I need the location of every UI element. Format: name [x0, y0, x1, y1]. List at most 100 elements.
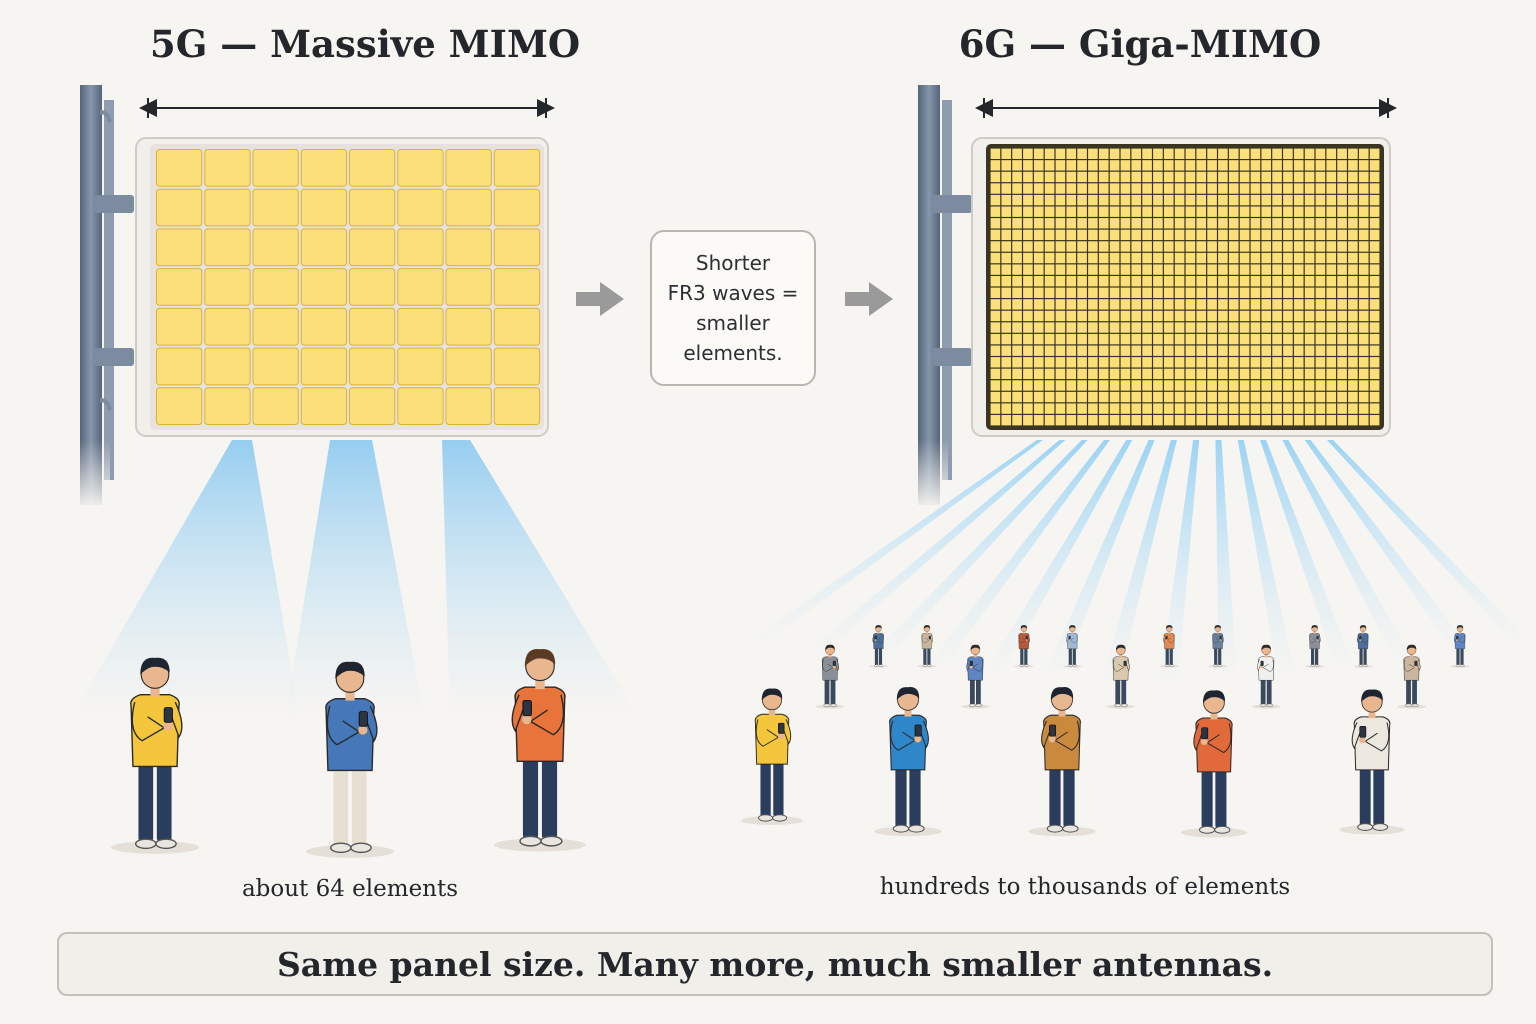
antenna-element: [1358, 252, 1369, 264]
antenna-element: [1315, 380, 1326, 391]
antenna-element: [1131, 403, 1142, 414]
antenna-element: [1196, 206, 1207, 217]
antenna-element: [1185, 194, 1196, 206]
antenna-element: [1088, 218, 1098, 229]
antenna-element: [1218, 299, 1228, 310]
antenna-element: [1326, 183, 1337, 194]
note-line-2: FR3 waves =: [667, 281, 799, 305]
antenna-element: [300, 347, 348, 386]
antenna-element: [1272, 252, 1282, 264]
antenna-element: [1174, 160, 1185, 171]
antenna-element: [1228, 357, 1239, 368]
antenna-element: [1337, 183, 1347, 194]
antenna-element: [1272, 403, 1282, 414]
beam-6g: [1304, 440, 1471, 650]
antenna-element: [1239, 194, 1250, 206]
antenna-element: [1120, 415, 1131, 426]
antenna-element-grid-6g: [990, 148, 1380, 426]
antenna-element: [1088, 229, 1098, 241]
title-6g: 6G — Giga-MIMO: [958, 22, 1322, 66]
antenna-element: [1348, 218, 1358, 229]
wavelength-note: Shorter FR3 waves = smaller elements.: [650, 230, 816, 386]
antenna-element: [1120, 403, 1131, 414]
antenna-element: [1001, 322, 1012, 333]
antenna-element: [1055, 299, 1066, 310]
antenna-element: [1283, 345, 1293, 356]
antenna-element: [1369, 322, 1380, 333]
antenna-element: [1369, 276, 1380, 287]
antenna-element: [1348, 310, 1358, 322]
antenna-element: [1250, 345, 1261, 356]
antenna-element: [1369, 264, 1380, 275]
antenna-element: [156, 228, 203, 267]
antenna-element: [1077, 194, 1087, 206]
antenna-element: [1131, 252, 1142, 264]
antenna-element: [1369, 183, 1380, 194]
antenna-element: [1250, 357, 1261, 368]
antenna-element: [1207, 310, 1217, 322]
antenna-element: [1012, 206, 1022, 217]
antenna-element: [1044, 183, 1055, 194]
antenna-element: [990, 171, 1001, 183]
antenna-element: [493, 307, 541, 346]
antenna-element: [1012, 368, 1022, 380]
antenna-element: [1337, 229, 1347, 241]
antenna-element: [1218, 345, 1228, 356]
antenna-element: [1033, 218, 1044, 229]
antenna-element: [1142, 403, 1152, 414]
antenna-element: [1001, 287, 1012, 298]
antenna-element: [1304, 194, 1315, 206]
antenna-element: [1077, 357, 1087, 368]
antenna-element: [1358, 287, 1369, 298]
antenna-element: [1012, 380, 1022, 391]
antenna-element: [1196, 391, 1207, 403]
antenna-element: [1098, 206, 1109, 217]
antenna-element: [1250, 241, 1261, 252]
antenna-element: [1369, 310, 1380, 322]
antenna-element: [1163, 310, 1174, 322]
antenna-element: [1142, 276, 1152, 287]
antenna-element: [1261, 368, 1272, 380]
antenna-element: [1098, 160, 1109, 171]
antenna-element: [1012, 322, 1022, 333]
antenna-element: [1142, 252, 1152, 264]
antenna-element: [1098, 380, 1109, 391]
antenna-element: [1337, 171, 1347, 183]
antenna-element: [1326, 368, 1337, 380]
antenna-element: [990, 415, 1001, 426]
antenna-element: [1293, 403, 1304, 414]
antenna-element: [1250, 218, 1261, 229]
antenna-element: [1326, 241, 1337, 252]
antenna-element: [1174, 415, 1185, 426]
antenna-element: [1109, 160, 1120, 171]
antenna-element: [1185, 276, 1196, 287]
antenna-element: [1131, 148, 1142, 159]
antenna-element: [1077, 403, 1087, 414]
antenna-element: [1088, 171, 1098, 183]
antenna-element: [1088, 206, 1098, 217]
antenna-element: [1337, 160, 1347, 171]
antenna-element: [1077, 276, 1087, 287]
antenna-element: [1272, 345, 1282, 356]
antenna-element: [1185, 368, 1196, 380]
antenna-element: [1153, 391, 1163, 403]
antenna-element: [1098, 264, 1109, 275]
antenna-element: [445, 188, 492, 227]
antenna-element: [1098, 345, 1109, 356]
antenna-element: [1153, 241, 1163, 252]
antenna-element: [1033, 160, 1044, 171]
user-front-white: [1339, 689, 1405, 835]
antenna-element: [1109, 345, 1120, 356]
antenna-element: [445, 268, 492, 306]
user-background: [1159, 625, 1179, 668]
antenna-element: [1163, 403, 1174, 414]
antenna-element: [1131, 218, 1142, 229]
antenna-element: [1066, 171, 1077, 183]
antenna-element: [1326, 229, 1337, 241]
user-front-tan: [1028, 687, 1096, 837]
antenna-element: [1153, 345, 1163, 356]
antenna-element: [1228, 299, 1239, 310]
antenna-element: [1142, 183, 1152, 194]
antenna-element: [1261, 345, 1272, 356]
antenna-element: [1185, 333, 1196, 345]
